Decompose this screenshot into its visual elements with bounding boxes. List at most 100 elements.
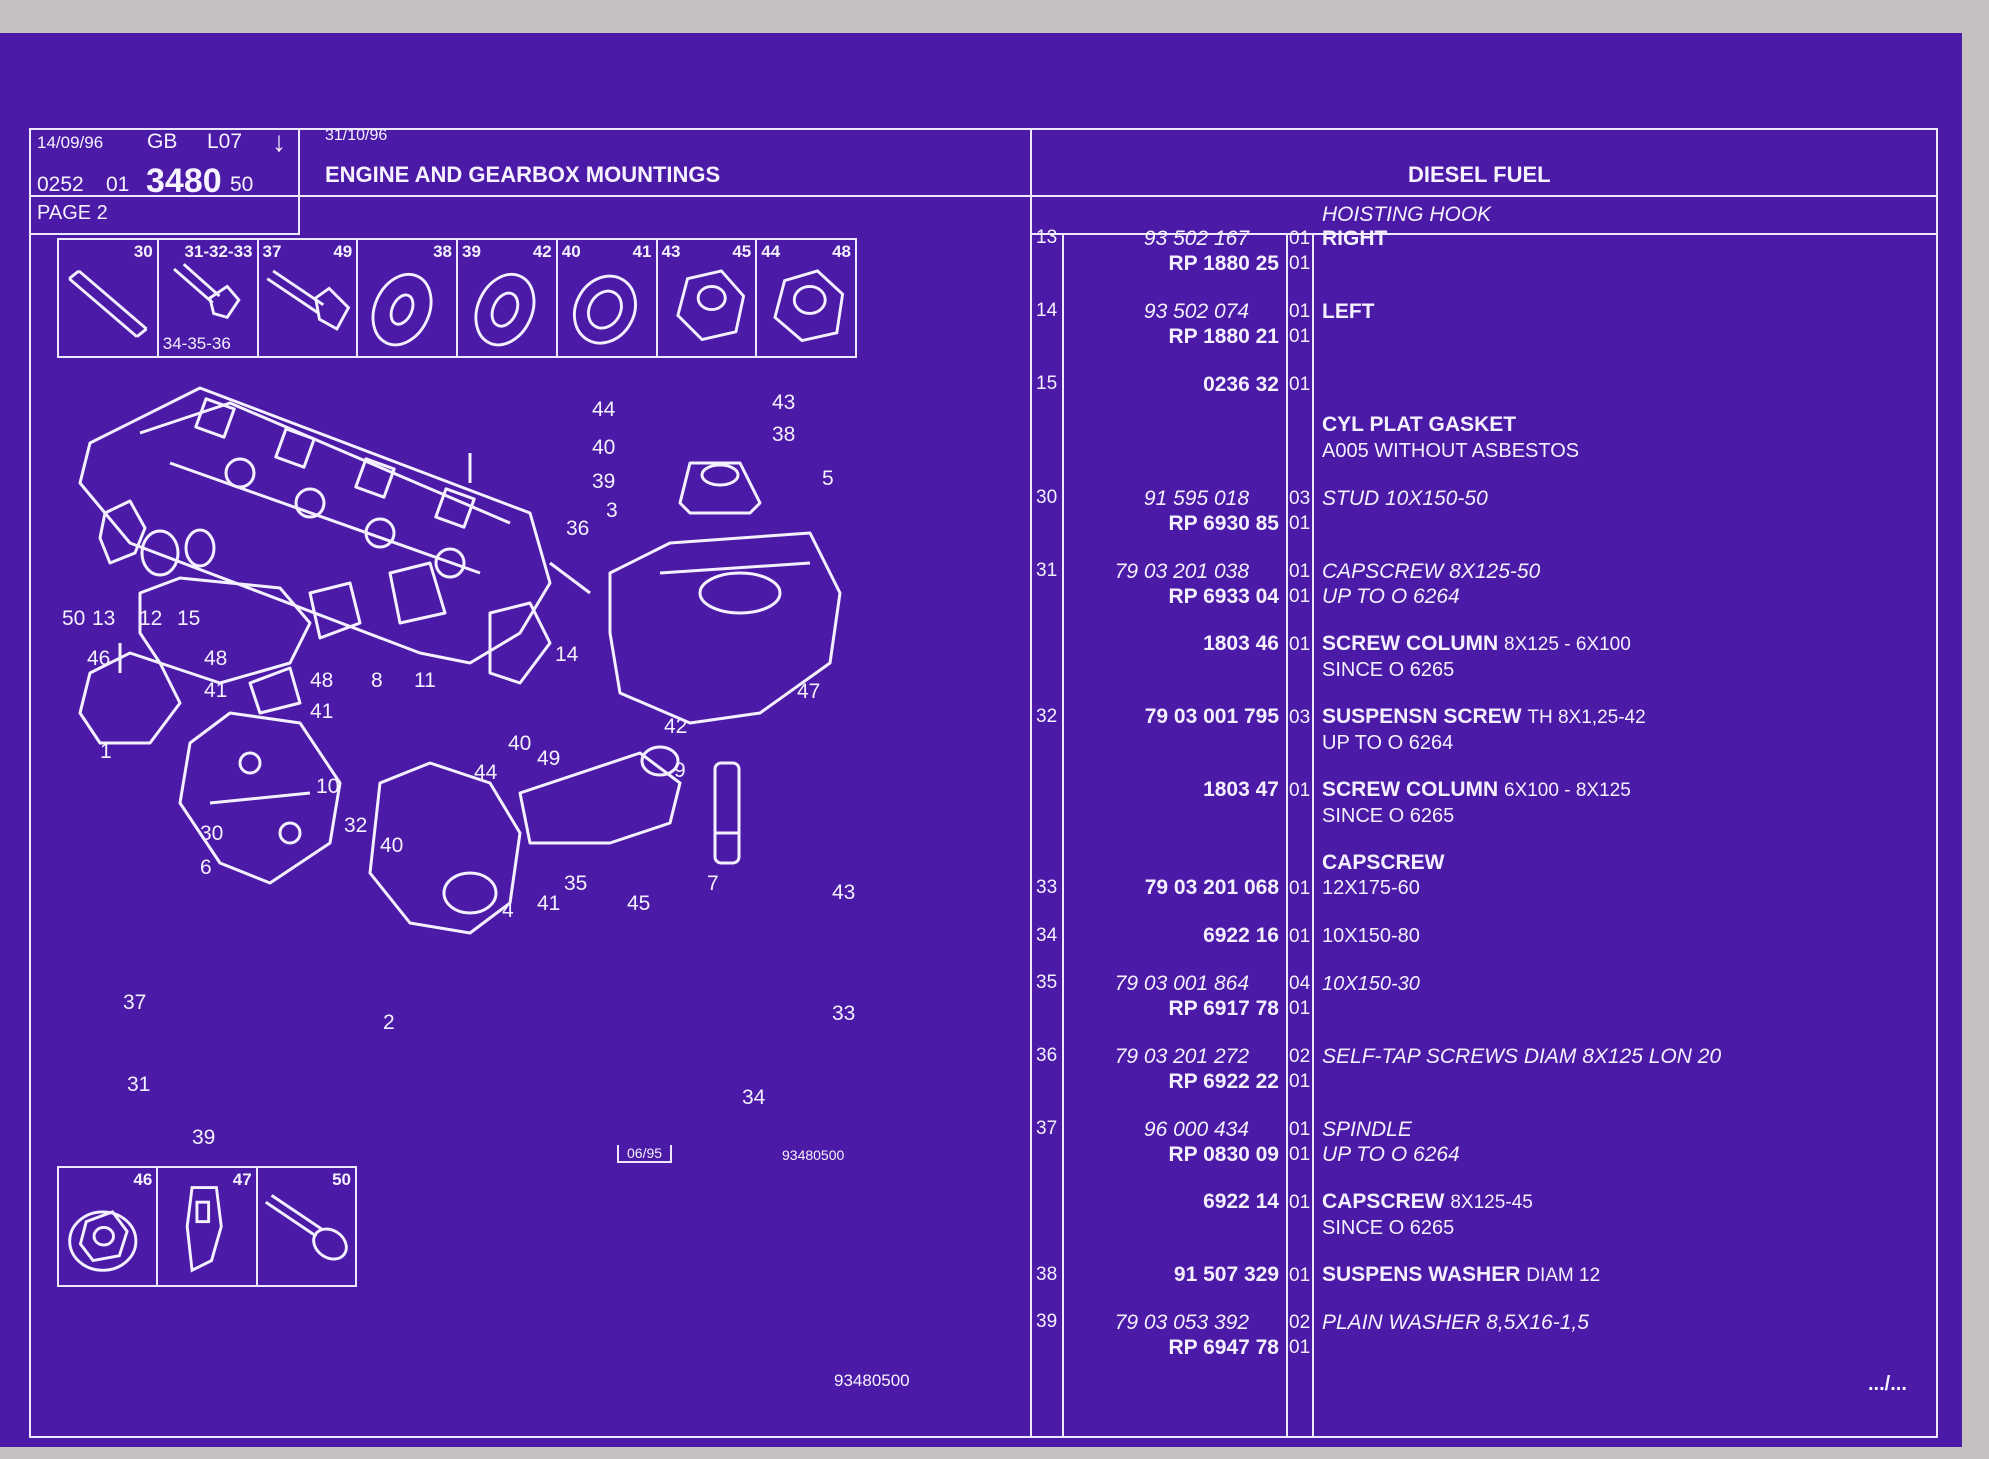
part-description-spec: 8X125 - 6X100 [1504, 634, 1631, 655]
part-number: 0236 32 [1203, 373, 1279, 396]
diagram-label: 40 [380, 834, 404, 857]
part-number: 6922 16 [1203, 924, 1279, 947]
diagram-label: 40 [508, 732, 532, 755]
diagram-label: 33 [832, 1002, 856, 1025]
item-number: 34 [1036, 925, 1058, 946]
quantity: 01 [1289, 998, 1311, 1019]
washer-icon [572, 274, 637, 345]
part-description: CAPSCREW 8X125-50 [1322, 560, 1541, 583]
part-note: SINCE O 6265 [1322, 659, 1455, 681]
header-ref-b: 01 [106, 173, 130, 196]
thumb-label: 50 [332, 1170, 351, 1189]
diagram-label: 44 [474, 761, 498, 784]
part-number: RP 6933 04 [1168, 585, 1279, 608]
thumb-label-left: 37 [262, 242, 282, 261]
nut-icon [675, 269, 745, 342]
nut-icon [773, 269, 845, 343]
part-note: SINCE O 6265 [1322, 1217, 1455, 1239]
thumb-flange-nut: 46 [59, 1168, 159, 1285]
header-date2: 31/10/96 [325, 127, 388, 144]
quantity: 04 [1289, 973, 1311, 994]
thumb-capscrew-washer: 31-32-33 34-35-36 [159, 240, 259, 356]
header-page: PAGE 2 [37, 202, 108, 224]
quantity: 01 [1289, 780, 1311, 801]
part-number: 79 03 053 392 [1114, 1311, 1249, 1334]
diagram-label: 32 [344, 814, 368, 837]
diagram-label: 2 [383, 1011, 395, 1034]
quantity: 01 [1289, 1337, 1311, 1358]
quantity: 01 [1289, 1265, 1311, 1286]
part-note: SINCE O 6265 [1322, 805, 1455, 827]
diagram-label: 41 [310, 700, 334, 723]
washer-icon [474, 272, 536, 347]
continued-marker: .../... [1868, 1373, 1907, 1395]
quantity: 01 [1289, 586, 1311, 607]
diagram-label: 40 [592, 436, 616, 459]
part-description: 10X150-30 [1322, 973, 1420, 995]
diagram-label: 3 [606, 499, 618, 522]
part-note: A005 WITHOUT ASBESTOS [1322, 440, 1580, 462]
diagram-label: 47 [797, 680, 821, 703]
diagram-label: 42 [664, 715, 688, 738]
part-note: UP TO O 6264 [1322, 732, 1454, 754]
diagram-label: 50 [62, 607, 86, 630]
item-number: 39 [1036, 1311, 1058, 1332]
thumb-label: 42 [532, 242, 552, 261]
thumb-label: 41 [632, 242, 652, 261]
group-heading: CAPSCREW [1322, 851, 1445, 874]
item-number: 14 [1036, 300, 1058, 321]
qty-col-divider [1312, 233, 1314, 1438]
diagram-label: 49 [537, 747, 561, 770]
item-number: 32 [1036, 706, 1058, 727]
fuel-type: DIESEL FUEL [1408, 162, 1551, 187]
diagram-label: 45 [627, 892, 651, 915]
part-description: LEFT [1322, 300, 1375, 323]
footer-ref: 93480500 [834, 1371, 910, 1390]
quantity: 01 [1289, 1119, 1311, 1140]
diagram-label: 35 [564, 872, 588, 895]
part-description: 10X150-80 [1322, 925, 1420, 947]
hardware-thumbnails-bottom: 46 47 50 [57, 1166, 357, 1287]
thumb-washer-a: 38 [358, 240, 458, 356]
part-description-name: SCREW COLUMN [1322, 778, 1499, 801]
part-number: 1803 47 [1203, 778, 1279, 801]
diagram-label: 43 [832, 881, 856, 904]
catalog-sheet: 14/09/96 GB L07 ↓ 31/10/96 0252 01 3480 … [0, 33, 1962, 1447]
item-number: 33 [1036, 877, 1058, 898]
part-note: UP TO O 6264 [1322, 585, 1460, 608]
diagram-label: 7 [707, 872, 719, 895]
diagram-label: 44 [592, 398, 616, 421]
diagram-label: 4 [502, 899, 514, 922]
quantity: 01 [1289, 326, 1311, 347]
part-number: RP 0830 09 [1168, 1143, 1279, 1166]
quantity: 01 [1289, 878, 1311, 899]
part-number: RP 6917 78 [1168, 997, 1279, 1020]
item-number: 35 [1036, 972, 1058, 993]
diagram-label: 31 [127, 1073, 151, 1096]
part-description-name: SCREW COLUMN [1322, 632, 1499, 655]
part-number: RP 6947 78 [1168, 1336, 1279, 1359]
diagram-label: 43 [772, 391, 796, 414]
page-frame [29, 128, 1938, 1438]
part-number: 6922 14 [1203, 1190, 1279, 1213]
item-col-divider [1062, 233, 1064, 1438]
quantity: 01 [1289, 374, 1311, 395]
part-number: 1803 46 [1203, 632, 1279, 655]
diagram-label: 41 [204, 679, 228, 702]
thumb-nut-a: 43 45 [658, 240, 758, 356]
thumb-label: 46 [133, 1170, 153, 1189]
thumb-label: 48 [832, 242, 851, 261]
flange-nut-icon [68, 1210, 138, 1272]
diagram-label: 39 [592, 470, 616, 493]
part-number: RP 1880 25 [1168, 252, 1279, 275]
thumb-label-left: 44 [761, 242, 781, 261]
part-number: 79 03 201 068 [1144, 876, 1279, 899]
hardware-thumbnails: 30 31-32-33 34-35-36 37 49 38 39 42 40 4… [57, 238, 857, 358]
thumb-stud: 30 [59, 240, 159, 356]
part-number: 93 502 074 [1143, 300, 1249, 323]
diagram-label: 37 [123, 991, 147, 1014]
thumb-label: 47 [232, 1170, 252, 1189]
item-number: 13 [1036, 227, 1058, 248]
part-description: SCREW COLUMN 8X125 - 6X100 [1322, 632, 1631, 657]
part-description: SELF-TAP SCREWS DIAM 8X125 LON 20 [1322, 1045, 1722, 1068]
